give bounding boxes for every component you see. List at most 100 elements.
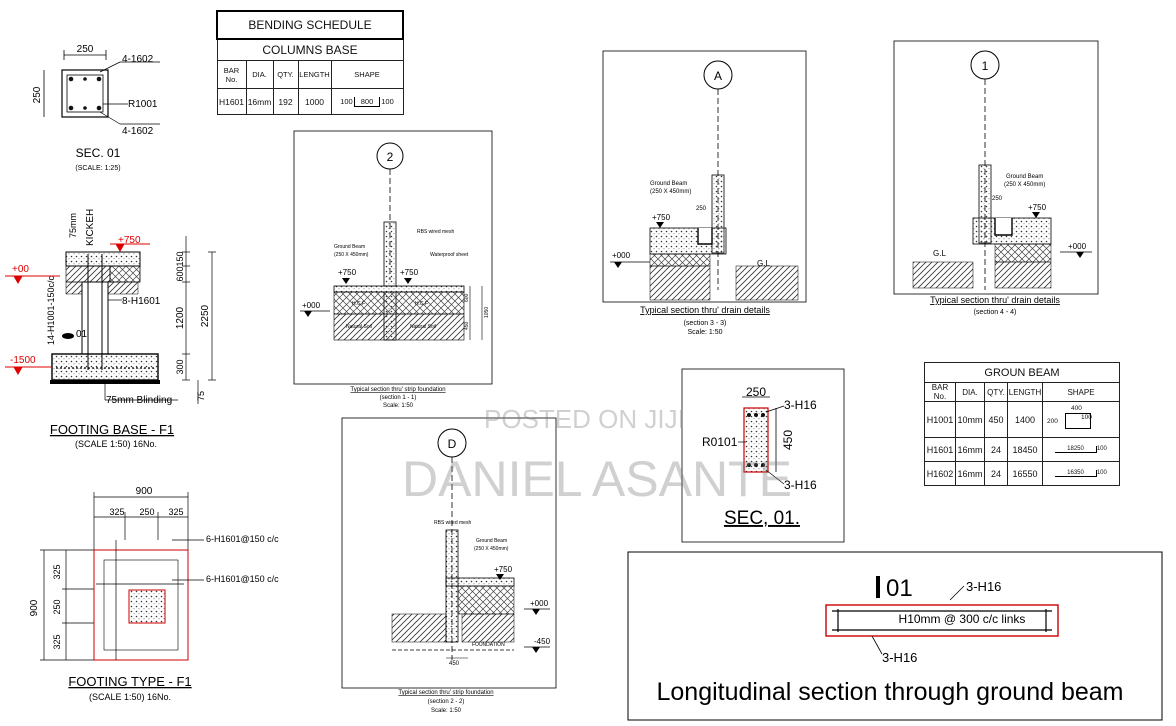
section-1-level-000: +000	[1068, 242, 1087, 251]
gb-r3-dia: 16mm	[955, 461, 985, 486]
footing-base-dim-75: 75	[196, 391, 206, 401]
footing-base-horizontal-rebar: 8-H1601	[122, 296, 161, 307]
footing-type-detail: 900 325 250 325 900 325 250 325 6-H1601@…	[29, 486, 279, 702]
footing-type-dim-side-1: 325	[52, 564, 62, 579]
footing-base-title: FOOTING BASE - F1	[50, 422, 174, 437]
footing-type-dim-top-1: 325	[109, 507, 124, 517]
gb-title: GROUN BEAM	[924, 362, 1120, 383]
footing-base-dim-150: 150	[175, 251, 185, 266]
section-d-level-750: +750	[494, 565, 513, 574]
footing-type-dim-side: 900	[29, 599, 40, 616]
section-2-detail: 2 H.C.F H.C.F Natural Soil Natural Soil …	[293, 130, 493, 409]
footing-base-level-00: +00	[12, 264, 29, 275]
section-a-sub: (section 3 - 3)	[684, 320, 727, 327]
sec01-small-dim: 250	[77, 44, 94, 55]
section-a-level-000: +000	[612, 251, 631, 260]
section-a-detail: A Ground Beam (250 X 450mm) 250 +750 +00…	[602, 50, 807, 336]
sec01-small-bottom-bar: 4-1602	[122, 126, 154, 137]
footing-base-vertical-rebar: 14-H1001-150c/c	[46, 275, 56, 345]
bending-schedule-title: BENDING SCHEDULE	[216, 10, 404, 40]
gb-r1-shape-a: 400	[1071, 405, 1082, 412]
gb-r3-shape-a: 16350	[1055, 470, 1097, 477]
sec01-big-title: SEC, 01.	[724, 508, 800, 529]
footing-base-mark: 01	[76, 329, 88, 340]
footing-base-detail: +00 +750 -1500 KICKEH 75mm 14-H1001-150c…	[5, 209, 216, 449]
section-2-dim-1050: 1050	[484, 307, 490, 318]
sec01-big-dim-top: 250	[746, 385, 766, 399]
gb-r1-shape-b: 100	[1081, 414, 1092, 421]
gb-r2-dia: 16mm	[955, 437, 985, 462]
section-d-foundation: FOUNDATION	[472, 642, 505, 648]
footing-base-kick-75: 75mm	[68, 213, 78, 238]
sec01-small-scale: (SCALE: 1:25)	[75, 165, 120, 172]
bs-header-dia: DIA.	[245, 60, 274, 89]
longitudinal-bottom-bar: 3-H16	[882, 650, 917, 665]
bs-header-bar: BAR No.	[216, 60, 247, 89]
sec01-small-detail: 250 250 4-1602 4-1602 R1001 SEC. 01 (SCA…	[32, 44, 160, 172]
sec01-big-link: R0101	[702, 435, 738, 449]
footing-type-rebar-1: 6-H1601@150 c/c	[206, 534, 279, 544]
section-d-sub: (section 2 - 2)	[428, 699, 465, 705]
gb-header-length: LENGTH	[1007, 382, 1043, 402]
gb-header-qty: QTY.	[984, 382, 1008, 402]
bs-shape-mid: 800	[353, 96, 381, 107]
gb-r3-length: 16550	[1007, 461, 1043, 486]
section-d-level-450: -450	[534, 637, 551, 646]
sec01-small-top-bar: 4-1602	[122, 54, 154, 65]
section-2-beam-size: (250 X 450mm)	[334, 252, 369, 258]
bs-header-length: LENGTH	[297, 60, 332, 89]
section-2-level-2: +750	[400, 268, 419, 277]
section-1-marker: 1	[982, 59, 989, 73]
section-d-marker: D	[448, 437, 457, 451]
footing-type-dim-top: 900	[136, 486, 153, 497]
footing-base-kickeh: KICKEH	[85, 209, 96, 246]
section-2-hcf-right: H.C.F	[415, 301, 428, 307]
longitudinal-top-bar: 3-H16	[966, 579, 1001, 594]
table-row: H1001 10mm 450 1400 200 400 100	[924, 401, 1120, 438]
gb-header-dia: DIA.	[955, 382, 985, 402]
section-2-caption: Typical section thru' strip foundation	[350, 387, 445, 393]
section-2-hcf-left: H.C.F	[352, 301, 365, 307]
watermark-line-1: POSTED ON JIJI	[484, 404, 685, 434]
bs-row-qty: 192	[272, 88, 299, 115]
gb-r2-qty: 24	[984, 437, 1008, 462]
section-a-gl: G.L	[757, 259, 770, 268]
gb-r1-bar: H1001	[924, 401, 956, 438]
section-1-gl: G.L	[933, 249, 946, 258]
bs-shape-right: 100	[381, 96, 394, 106]
footing-base-dim-300: 300	[175, 359, 185, 374]
section-2-sub: (section 1 - 1)	[380, 395, 417, 401]
bs-row-bar: H1601	[216, 88, 247, 115]
section-d-scale: Scale: 1:50	[431, 708, 462, 714]
section-2-level-0: +000	[302, 301, 321, 310]
bs-header-qty: QTY.	[272, 60, 299, 89]
gb-r2-bar: H1601	[924, 437, 956, 462]
footing-type-dim-top-2: 250	[139, 507, 154, 517]
section-1-dim: 250	[992, 196, 1003, 202]
groun-beam-table: GROUN BEAM BAR No. DIA. QTY. LENGTH SHAP…	[924, 362, 1120, 486]
footing-base-level-750: +750	[118, 235, 141, 246]
sec01-big-dim-side: 450	[781, 430, 795, 450]
section-2-brs: RBS wired mesh	[417, 229, 454, 235]
footing-type-scale: (SCALE 1:50) 16No.	[89, 692, 171, 702]
longitudinal-links: H10mm @ 300 c/c links	[899, 612, 1026, 626]
longitudinal-section-detail: 01 3-H16 H10mm @ 300 c/c links 3-H16 Lon…	[627, 551, 1163, 721]
gb-r1-qty: 450	[984, 401, 1008, 438]
gb-r1-shape: 200 400 100	[1042, 401, 1120, 438]
gb-header-shape: SHAPE	[1042, 382, 1120, 402]
sec01-small-link: R1001	[128, 99, 158, 110]
section-2-dim-450: 450	[464, 321, 470, 330]
gb-r1-dia: 10mm	[955, 401, 985, 438]
section-1-sub: (section 4 - 4)	[974, 309, 1017, 316]
footing-base-dim-600: 600	[175, 266, 185, 281]
section-a-marker: A	[714, 69, 722, 83]
section-1-caption: Typical section thru' drain details	[930, 295, 1060, 305]
footing-base-dim-2250: 2250	[200, 304, 211, 327]
gb-header-bar: BAR No.	[924, 382, 956, 402]
section-a-caption: Typical section thru' drain details	[640, 305, 770, 315]
